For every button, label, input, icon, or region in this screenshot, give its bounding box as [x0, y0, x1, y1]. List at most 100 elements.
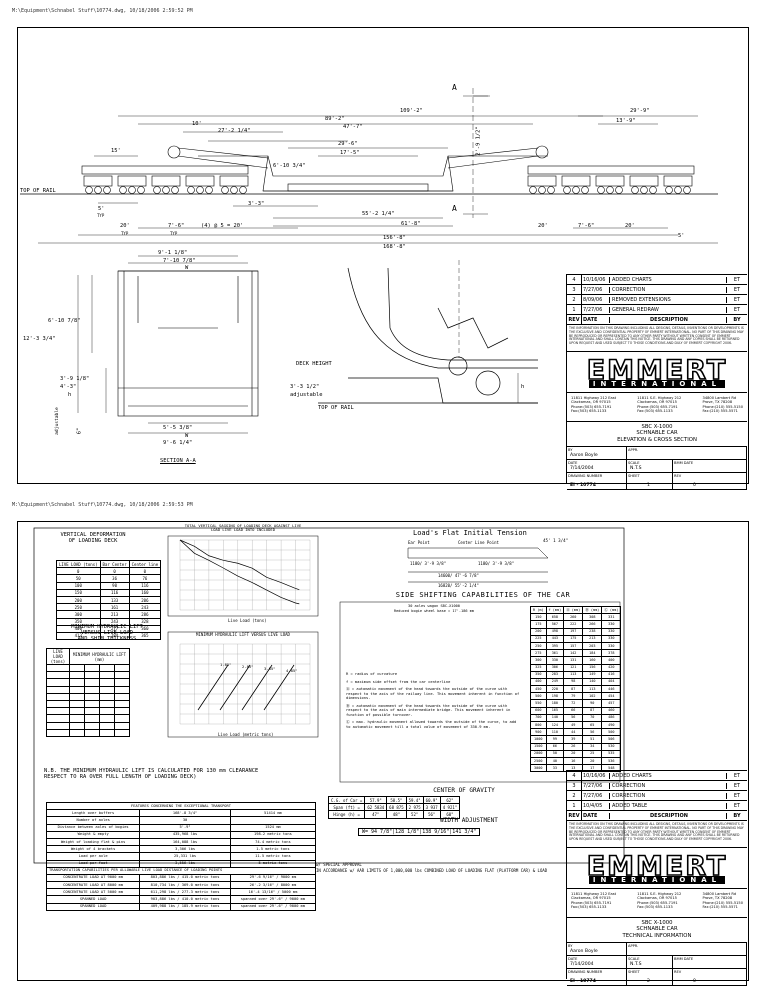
- bogie: [527, 175, 557, 187]
- dim-typ-1: TYP: [97, 213, 105, 218]
- sheet2-frame: [33, 527, 625, 864]
- section-marker-top: A: [452, 83, 457, 92]
- section-dim-h: h: [68, 392, 72, 398]
- bogie: [185, 175, 215, 187]
- wheel: [631, 186, 639, 194]
- wheel: [221, 186, 229, 194]
- wheel: [581, 186, 589, 194]
- wheel: [640, 186, 648, 194]
- logo-subtitle: INTERNATIONAL: [588, 379, 726, 388]
- cg-row: C.G. of Car =57.9"58.5"59.4"60.9"62": [327, 795, 461, 805]
- dim-overall-span: 109'-2": [400, 108, 423, 114]
- dim-89ft: 89'-2": [325, 116, 345, 122]
- bogie: [219, 175, 249, 187]
- wheel: [196, 186, 204, 194]
- hl-row: [46, 707, 130, 716]
- rev-col-header: REV: [567, 315, 582, 324]
- vd-chart-title: TOTAL VERTICAL SAGGING OF LOADING DECK A…: [184, 523, 302, 533]
- dim-55ft: 55'-2 1/4": [362, 211, 395, 217]
- bogie: [561, 175, 591, 187]
- side-title: SIDE SHIFTING CAPABILITIES OF THE CAR: [395, 591, 571, 599]
- dim-13ft9: 13'-9": [616, 118, 636, 124]
- cg-row: Hinge (h) =47"48"52"56"60": [327, 810, 461, 819]
- section-dim-6in: 6": [76, 427, 83, 435]
- bogie: [629, 175, 659, 187]
- side-note: f = maximum side offset from the car cen…: [346, 679, 451, 684]
- load-ear-point: Ear Point: [408, 540, 430, 545]
- dim-7ft6-left: 7'-6": [168, 223, 185, 229]
- dim-7ft6-right: 7'-6": [578, 223, 595, 229]
- wheel: [85, 186, 93, 194]
- load-dim-45ft: 45' 1 3/4": [543, 538, 569, 543]
- wheel: [665, 186, 673, 194]
- hl-row: [46, 685, 130, 694]
- dim-3ft3: 3'-3": [248, 201, 265, 207]
- section-dim-w: W: [185, 265, 189, 271]
- hl-note: N.B. THE MINIMUM HYDRAULIC LIFT IS CALCU…: [44, 768, 259, 780]
- hl-row: [46, 671, 130, 680]
- section-dim-9ft6: 9'-6 1/4": [163, 440, 193, 446]
- dim-27ft: 27'-2 1/4": [218, 128, 251, 134]
- hl-row: [46, 728, 130, 737]
- wheel: [137, 186, 145, 194]
- span-bolster: [527, 165, 695, 175]
- hl-series-label: 2.85": [242, 664, 253, 669]
- width-title: WIDTH ADJUSTMENT: [440, 817, 498, 824]
- sheet-number: 1: [647, 483, 650, 488]
- cross-h: h: [521, 384, 525, 390]
- section-dim-5ft5: 5'-5 3/8": [163, 425, 193, 431]
- hl-row: [46, 699, 130, 709]
- hl-series: [263, 664, 295, 711]
- wheel: [649, 186, 657, 194]
- wheel: [547, 186, 555, 194]
- dim-15ft: 15': [111, 148, 121, 154]
- wheel: [119, 186, 127, 194]
- dim-6ft10: 6'-10 3/4": [273, 163, 306, 169]
- side-note: Ⓑ = automatic movement of the head towar…: [346, 703, 511, 717]
- wheel: [171, 186, 179, 194]
- deck-height-dim: 3'-3 1/2": [290, 384, 320, 390]
- bogie: [151, 175, 181, 187]
- wheel: [103, 186, 111, 194]
- side-note: Ⓐ = automatic movement of the head towar…: [346, 687, 520, 700]
- emmert-logo: EMMERT INTERNATIONAL: [567, 352, 747, 393]
- dim-20ft-left: 20': [120, 223, 130, 229]
- dim-29ft9: 29'-9": [630, 108, 650, 114]
- dim-168ft: 168'-8": [383, 244, 406, 250]
- wheel: [153, 186, 161, 194]
- wheel: [205, 186, 213, 194]
- dim-4at5: (4) @ 5 = 20': [201, 223, 244, 229]
- wheel: [597, 186, 605, 194]
- cross-top-of-rail: TOP OF RAIL: [318, 405, 354, 411]
- bogie: [117, 175, 147, 187]
- confidential-notice-2: THE INFORMATION ON THIS DRAWING INCLUDIN…: [567, 821, 747, 848]
- bogie: [83, 175, 113, 187]
